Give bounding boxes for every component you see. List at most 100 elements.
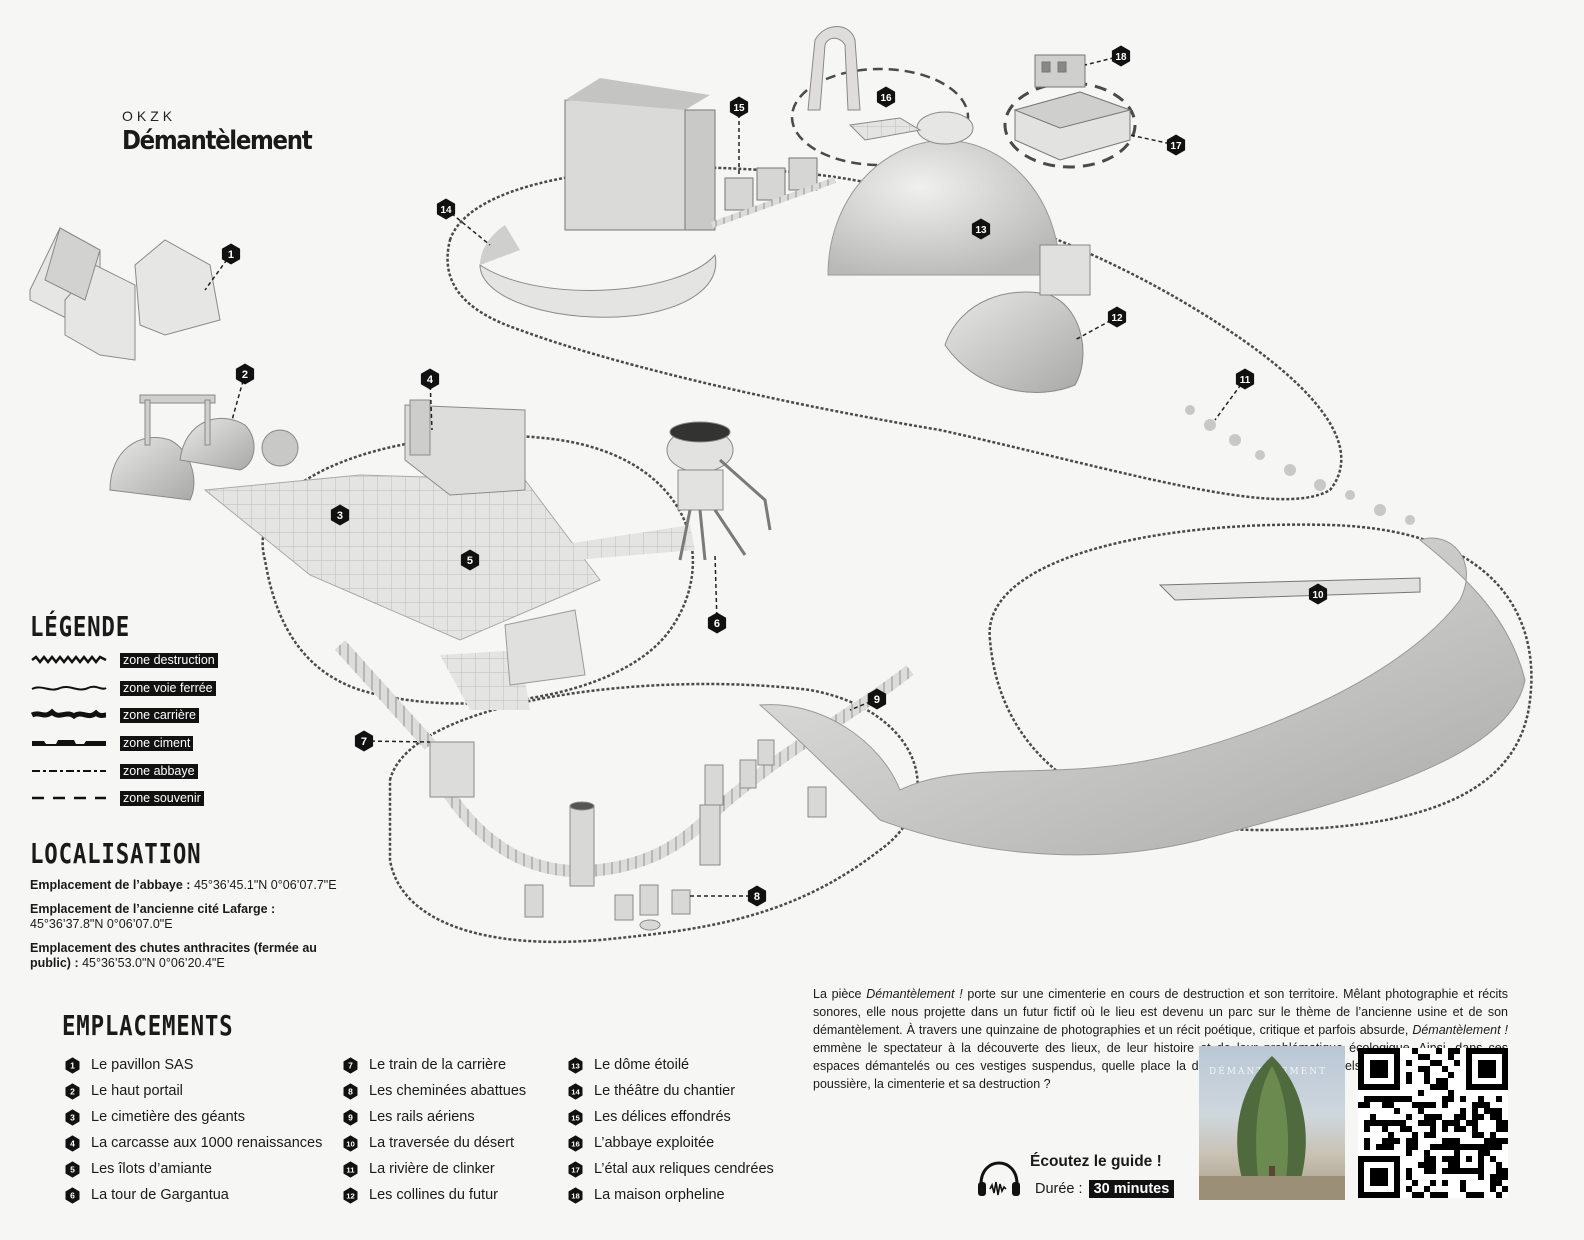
emplacement-number-icon: 1 [65, 1056, 80, 1074]
cover-photo: DÉMANTÈLEMENT [1199, 1046, 1345, 1200]
localisation-title: LOCALISATION [30, 837, 202, 870]
legend-title: LÉGENDE [30, 610, 131, 643]
marker-number: 6 [70, 1190, 75, 1200]
legend-label: zone destruction [120, 652, 218, 668]
duration: Durée : 30 minutes [1035, 1180, 1175, 1198]
marker-hexagon [65, 1056, 80, 1074]
location-label: Emplacement des chutes anthracites (ferm… [30, 941, 317, 970]
emplacement-label: Le cimetière des géants [91, 1109, 245, 1125]
haut-portail-model [109, 394, 299, 501]
desert-path-model [758, 537, 1526, 856]
location-value: 45°36’45.1"N 0°06’07.7"E [190, 878, 337, 892]
tour-gargantua-model [666, 421, 772, 561]
legend-line-icon [30, 708, 107, 720]
location-abbey: Emplacement de l’abbaye : 45°36’45.1"N 0… [30, 878, 340, 893]
emplacement-label: Les îlots d’amiante [91, 1161, 212, 1177]
emplacement-number-icon: 13 [568, 1056, 583, 1074]
marker-number: 12 [346, 1191, 355, 1200]
zone-destruction-loop [261, 434, 694, 705]
emplacements-title: EMPLACEMENTS [62, 1009, 234, 1042]
map-marker-12: 12 [343, 1186, 358, 1204]
map-marker-6: 6 [65, 1186, 80, 1204]
emplacement-number-icon: 2 [65, 1082, 80, 1100]
emplacement-label: L’abbaye exploitée [594, 1135, 715, 1151]
map-marker-3: 3 [65, 1108, 80, 1126]
emplacement-item: 11 La rivière de clinker [342, 1156, 526, 1182]
desc-part: La pièce [813, 987, 867, 1001]
emplacement-number-icon: 4 [65, 1134, 80, 1152]
emplacement-number-icon: 8 [343, 1082, 358, 1100]
emplacement-number-icon: 7 [343, 1056, 358, 1074]
legend-line-icon [32, 796, 106, 800]
marker-hexagon [568, 1186, 583, 1204]
emplacement-number-icon: 6 [65, 1186, 80, 1204]
emplacement-item: 12 Les collines du futur [342, 1182, 526, 1208]
desc-part: porte sur une cimenterie en cours de des… [813, 987, 1509, 1037]
marker-number: 2 [70, 1086, 75, 1096]
emplacement-number-icon: 14 [568, 1082, 583, 1100]
legend-line-icon [32, 770, 106, 772]
qr-code[interactable] [1358, 1048, 1508, 1198]
emplacement-label: La rivière de clinker [369, 1161, 495, 1177]
legend-line-icon [32, 740, 106, 746]
marker-hexagon [568, 1082, 583, 1100]
cheminees-model [524, 739, 827, 931]
marker-hexagon [568, 1056, 583, 1074]
map-marker-1: 1 [65, 1056, 80, 1074]
clinker-river-model [1185, 405, 1415, 525]
dome-etoile-model [827, 111, 1091, 296]
listen-guide-link[interactable]: Écoutez le guide ! [1030, 1153, 1162, 1170]
emplacement-label: La maison orpheline [594, 1187, 725, 1203]
map-marker-11: 11 [343, 1160, 358, 1178]
emplacement-number-icon: 16 [568, 1134, 583, 1152]
legend-label: zone souvenir [120, 790, 204, 806]
legend-item-railway: zone voie ferrée [30, 678, 216, 698]
emplacement-number-icon: 9 [343, 1108, 358, 1126]
marker-number: 16 [571, 1139, 580, 1148]
emplacement-number-icon: 17 [568, 1160, 583, 1178]
marker-hexagon [343, 1056, 358, 1074]
collines-futur-model [944, 291, 1084, 393]
marker-number: 18 [571, 1191, 580, 1200]
marker-hexagon [568, 1160, 583, 1178]
map-marker-10: 10 [343, 1134, 358, 1152]
marker-number: 9 [348, 1112, 353, 1122]
duration-label: Durée : [1035, 1181, 1083, 1197]
map-marker-16: 16 [568, 1134, 583, 1152]
marker-hexagon [65, 1108, 80, 1126]
legend-item-abbey: zone abbaye [30, 761, 198, 781]
emplacement-label: Les collines du futur [369, 1187, 498, 1203]
legend-label: zone voie ferrée [120, 680, 216, 696]
legend-item-destruction: zone destruction [30, 650, 218, 670]
legend-line-icon [31, 685, 107, 691]
legend-item-souvenir: zone souvenir [30, 788, 204, 808]
marker-hexagon [65, 1160, 80, 1178]
emplacement-label: Les rails aériens [369, 1109, 475, 1125]
emplacement-label: Le dôme étoilé [594, 1057, 690, 1073]
headphones-icon [978, 1161, 1020, 1196]
map-marker-7: 7 [343, 1056, 358, 1074]
emplacement-item: 16 L’abbaye exploitée [567, 1130, 774, 1156]
marker-hexagon [343, 1082, 358, 1100]
abbaye-model [807, 26, 922, 141]
marker-hexagon [343, 1108, 358, 1126]
marker-number: 13 [571, 1061, 580, 1070]
duration-badge: 30 minutes [1088, 1180, 1175, 1198]
map-marker-18: 18 [568, 1186, 583, 1204]
emplacement-number-icon: 18 [568, 1186, 583, 1204]
legend-label: zone abbaye [120, 763, 198, 779]
map-marker-9: 9 [343, 1108, 358, 1126]
marker-hexagon [343, 1160, 358, 1178]
emplacement-label: L’étal aux reliques cendrées [594, 1161, 774, 1177]
etal-reliques-model [1013, 91, 1132, 161]
map-marker-17: 17 [568, 1160, 583, 1178]
emplacement-item: 18 La maison orpheline [567, 1182, 774, 1208]
